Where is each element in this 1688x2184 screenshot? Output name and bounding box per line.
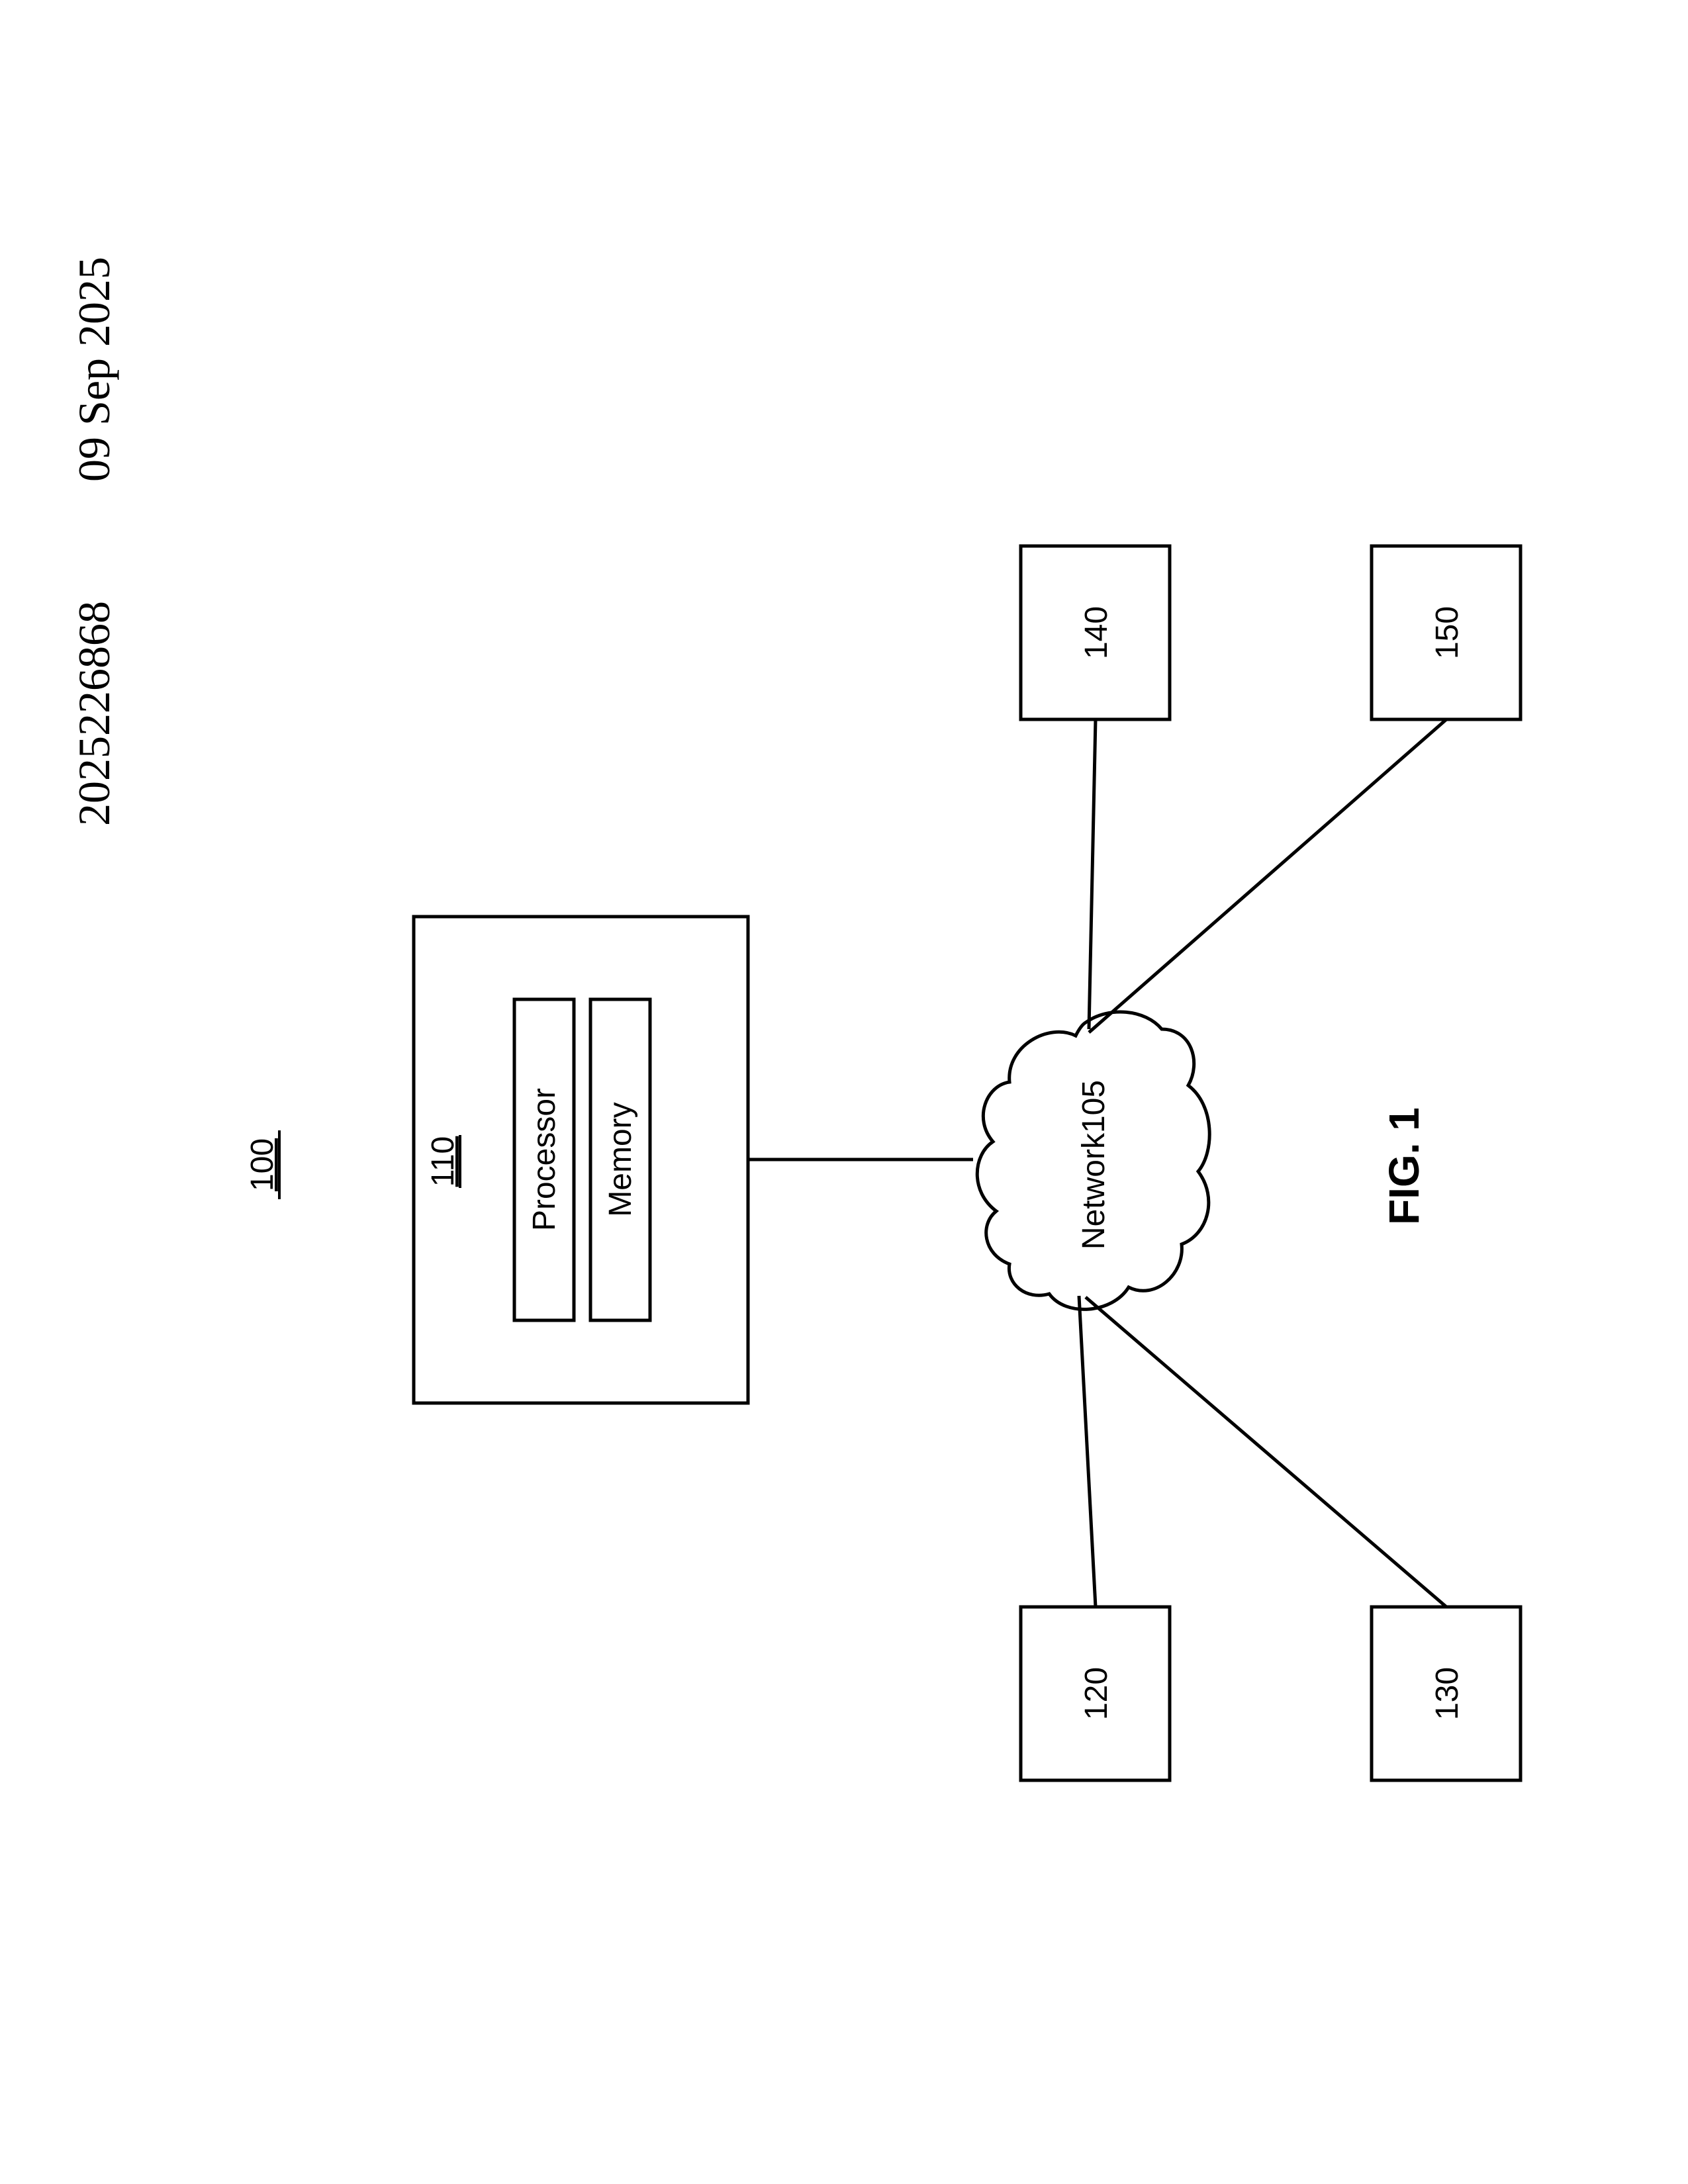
server-ref-label: 110 — [426, 1136, 461, 1187]
device-label-120: 120 — [1079, 1667, 1114, 1720]
device-label-130: 130 — [1430, 1667, 1465, 1720]
link-network-140 — [1089, 719, 1096, 1029]
link-network-150 — [1089, 719, 1446, 1032]
link-network-130 — [1086, 1297, 1446, 1607]
publication-number: 2025226868 — [69, 601, 119, 826]
device-label-140: 140 — [1079, 606, 1114, 659]
publication-date: 09 Sep 2025 — [69, 257, 119, 482]
server-box — [414, 917, 748, 1403]
link-network-120 — [1079, 1296, 1096, 1607]
system-ref-label: 100 — [245, 1138, 280, 1191]
figure-caption: FIG. 1 — [1380, 1107, 1428, 1225]
device-label-150: 150 — [1430, 606, 1465, 659]
memory-label: Memory — [603, 1102, 638, 1216]
network-label: Network105 — [1076, 1080, 1111, 1250]
processor-label: Processor — [527, 1088, 562, 1231]
